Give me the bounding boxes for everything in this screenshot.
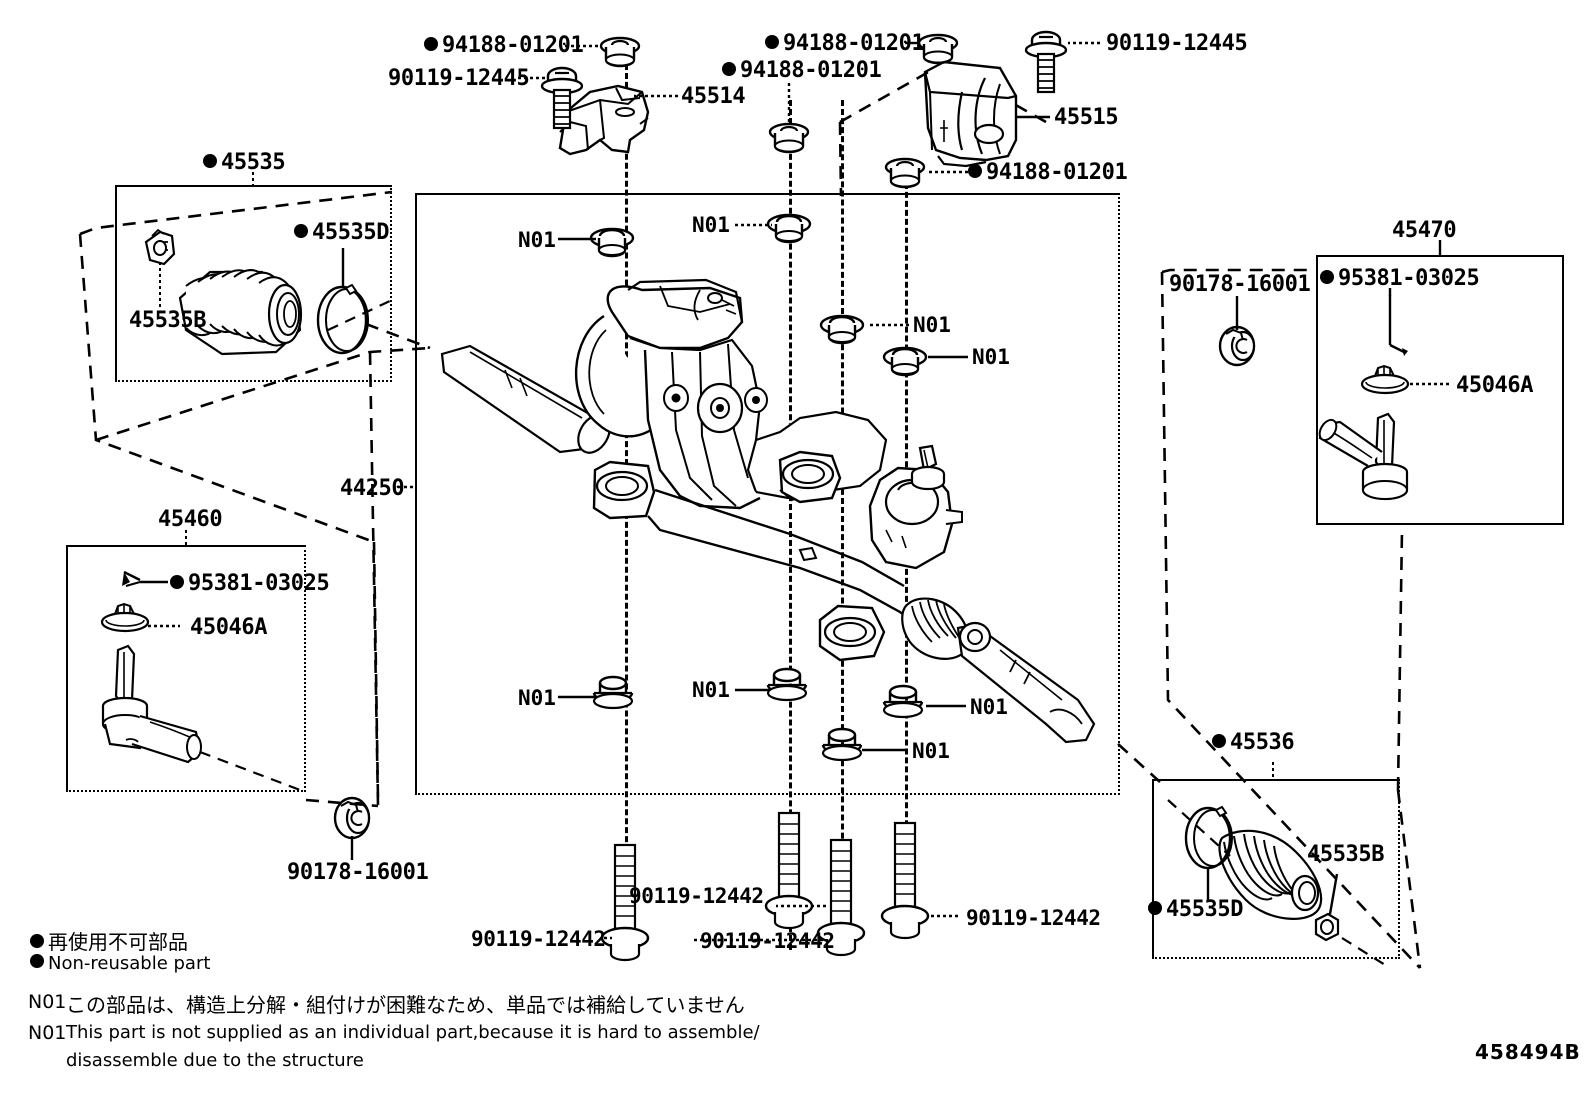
long-bolt-1 [600, 843, 650, 962]
n01-bot-1: N01 [518, 686, 556, 710]
long-bolt-4 [880, 821, 930, 940]
nonreusable-dot-icon [1212, 734, 1226, 748]
label-90178-16001-right: 90178-16001 [1169, 272, 1311, 297]
nut-94188-top-left [599, 36, 641, 68]
n01-top-2: N01 [692, 213, 730, 237]
bushing-right-art [1218, 325, 1256, 367]
legend-n01-en: This part is not supplied as an individu… [66, 1022, 760, 1043]
label-45535B: 45535B [129, 308, 207, 333]
tie-rod-end-left-art [100, 570, 202, 764]
boot-kit-right-box [1152, 779, 1400, 959]
bushing-left-art [333, 796, 371, 840]
label-45535B-right: 45535B [1307, 842, 1385, 867]
n01-bot-3: N01 [970, 695, 1008, 719]
legend-n01-code-jp: N01 [28, 991, 67, 1013]
label-45535: 45535 [203, 150, 286, 175]
label-45460: 45460 [158, 507, 223, 532]
label-90119-12442-b: 90119-12442 [629, 884, 764, 908]
bracket-45515-art [923, 60, 1018, 168]
label-94188-top-left: 94188-01201 [424, 33, 584, 58]
nonreusable-dot-icon [30, 954, 44, 968]
nonreusable-dot-icon [424, 37, 438, 51]
legend-nonreusable-jp: 再使用不可部品 [30, 926, 188, 955]
label-45535D-right: 45535D [1148, 897, 1243, 922]
cotter-pin-right-art [1388, 295, 1408, 356]
label-95381-right: 95381-03025 [1320, 266, 1480, 291]
dust-cover-right-art [1360, 364, 1410, 395]
label-90178-16001-left: 90178-16001 [287, 860, 429, 885]
nonreusable-dot-icon [1320, 270, 1334, 284]
long-bolt-3 [816, 838, 866, 957]
label-45515: 45515 [1054, 105, 1119, 130]
callout-leaders [140, 41, 1450, 942]
nut-94188-top-mid [917, 33, 959, 65]
nonreusable-dot-icon [968, 164, 982, 178]
alignment-line-3 [841, 100, 844, 920]
boot-right-art [1184, 805, 1340, 942]
n01-top-3: N01 [913, 313, 951, 337]
clamp-small-left-art [144, 228, 176, 266]
legend-n01-en-2: disassemble due to the structure [66, 1050, 364, 1071]
tie-rod-end-right-art [1318, 295, 1410, 501]
nonreusable-dot-icon [294, 224, 308, 238]
tie-rod-left-box [66, 545, 306, 792]
label-90119-12442-c: 90119-12442 [700, 929, 835, 953]
nonreusable-dot-icon [722, 62, 736, 76]
legend-n01-jp: この部品は、構造上分解・組付けが困難なため、単品では補給していません [66, 993, 745, 1017]
legend-n01-code-en: N01 [28, 1022, 67, 1044]
nonreusable-dot-icon [203, 154, 217, 168]
nut-94188-mid [768, 122, 810, 154]
alignment-line-2 [789, 100, 792, 950]
diagram-number: 458494B [1475, 1040, 1581, 1064]
n01-bot-2: N01 [692, 678, 730, 702]
label-94188-top-mid: 94188-01201 [765, 31, 925, 56]
label-45536: 45536 [1212, 730, 1295, 755]
label-45046A-right: 45046A [1456, 373, 1534, 398]
label-90119-12445-left: 90119-12445 [388, 66, 530, 91]
label-90119-12442-a: 90119-12442 [471, 927, 606, 951]
cotter-pin-left-art [122, 570, 141, 587]
label-90119-12445-right: 90119-12445 [1106, 31, 1248, 56]
n01-top-1: N01 [518, 228, 556, 252]
long-bolt-2 [764, 811, 814, 930]
nonreusable-dot-icon [30, 934, 44, 948]
clamp-small-right-art [1314, 912, 1340, 942]
n01-bot-4: N01 [912, 739, 950, 763]
label-45046A-left: 45046A [190, 615, 268, 640]
main-assembly-box [415, 193, 1120, 795]
nonreusable-dot-icon [765, 35, 779, 49]
label-94188-mid-2: 94188-01201 [722, 58, 882, 83]
label-45470: 45470 [1392, 218, 1457, 243]
clamp-ring-right-art [1184, 805, 1233, 870]
label-90119-12442-d: 90119-12442 [966, 906, 1101, 930]
steering-gear-assembly-art [440, 278, 1096, 744]
label-45535D: 45535D [294, 220, 389, 245]
dust-cover-left-art [100, 602, 150, 633]
bracket-45514-art [558, 84, 650, 156]
n01-top-4: N01 [972, 345, 1010, 369]
nut-94188-bottom-right [884, 157, 926, 189]
bolt-90119-12445-right [1024, 30, 1068, 94]
exploded-leader-lines [78, 68, 1422, 969]
nonreusable-dot-icon [170, 575, 184, 589]
legend-nonreusable-en: Non-reusable part [30, 953, 210, 974]
label-45514: 45514 [681, 84, 746, 109]
label-95381-left: 95381-03025 [170, 571, 330, 596]
clamp-ring-left-art [316, 283, 369, 355]
nonreusable-dot-icon [1148, 901, 1162, 915]
label-44250: 44250 [340, 476, 405, 501]
label-94188-bottom-right: 94188-01201 [968, 160, 1128, 185]
long-bolts-art [600, 811, 930, 962]
boot-left-art [144, 228, 369, 356]
